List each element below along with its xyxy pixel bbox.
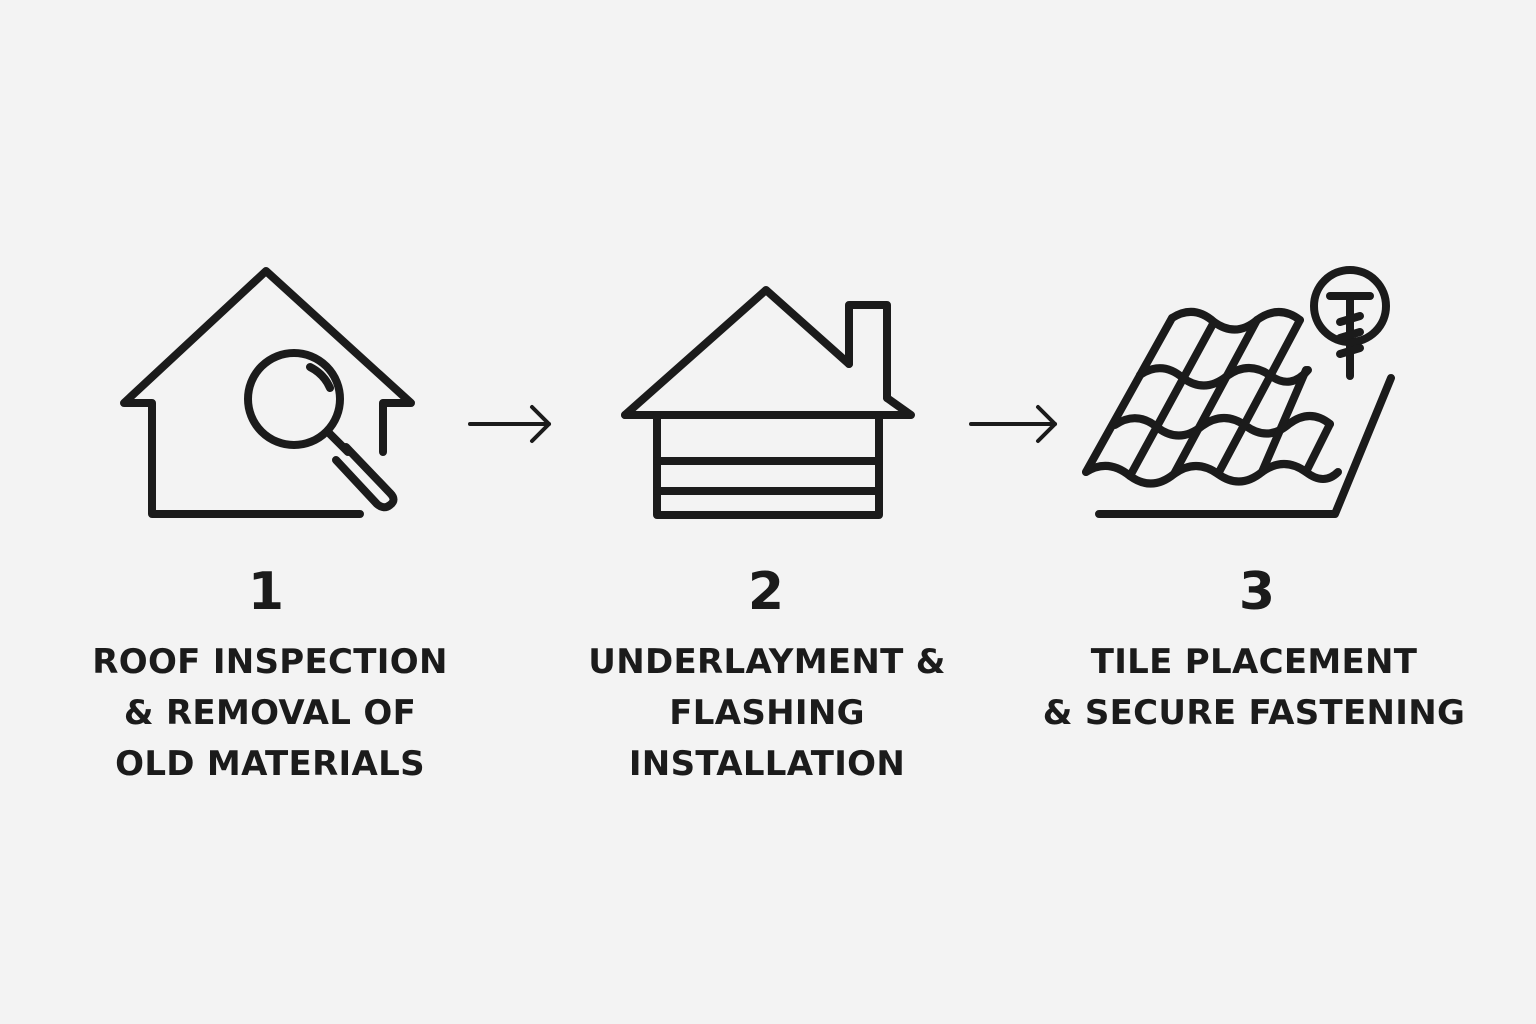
roof-tiles-screw-icon bbox=[1082, 266, 1395, 518]
step-3-label-line: & SECURE FASTENING bbox=[1042, 693, 1466, 733]
step-1-label-line: ROOF INSPECTION bbox=[92, 642, 448, 682]
step-1-number: 1 bbox=[247, 562, 285, 622]
step-3-number: 3 bbox=[1238, 562, 1276, 622]
step-2-label-line: FLASHING bbox=[669, 693, 865, 733]
step-2-label-line: UNDERLAYMENT & bbox=[588, 642, 946, 682]
house-magnifier-icon bbox=[120, 267, 415, 518]
step-2-number: 2 bbox=[747, 562, 785, 622]
arrow-right-icon bbox=[468, 405, 551, 443]
step-3-label: TILE PLACEMENT & SECURE FASTENING bbox=[1024, 637, 1484, 739]
step-1-label: ROOF INSPECTION & REMOVAL OF OLD MATERIA… bbox=[40, 637, 500, 790]
house-layers-icon bbox=[621, 286, 915, 519]
step-1-label-line: OLD MATERIALS bbox=[115, 744, 425, 784]
arrow-right-icon bbox=[969, 405, 1057, 443]
step-2-label-line: INSTALLATION bbox=[628, 744, 906, 784]
step-3-label-line: TILE PLACEMENT bbox=[1090, 642, 1418, 682]
step-2-label: UNDERLAYMENT & FLASHING INSTALLATION bbox=[537, 637, 997, 790]
step-1-label-line: & REMOVAL OF bbox=[123, 693, 417, 733]
